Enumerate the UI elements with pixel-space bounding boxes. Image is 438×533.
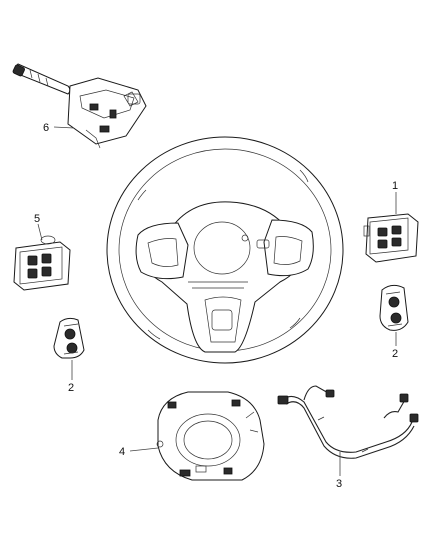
speed-control-switch-right[interactable] — [363, 213, 419, 263]
wiring-harness[interactable] — [277, 385, 419, 459]
callout-2a: 2 — [68, 382, 74, 394]
clockspring[interactable] — [156, 391, 265, 481]
callout-6: 6 — [43, 122, 49, 134]
callout-1: 1 — [392, 180, 398, 192]
callout-4: 4 — [119, 446, 125, 458]
paddle-switch-right[interactable] — [379, 284, 409, 331]
callout-3: 3 — [336, 478, 342, 490]
speed-control-switch-left[interactable] — [13, 235, 71, 291]
callout-5: 5 — [34, 213, 40, 225]
steering-wheel[interactable] — [106, 136, 344, 364]
paddle-switch-left[interactable] — [53, 317, 85, 359]
multifunction-switch[interactable] — [12, 63, 147, 149]
callout-2b: 2 — [392, 348, 398, 360]
